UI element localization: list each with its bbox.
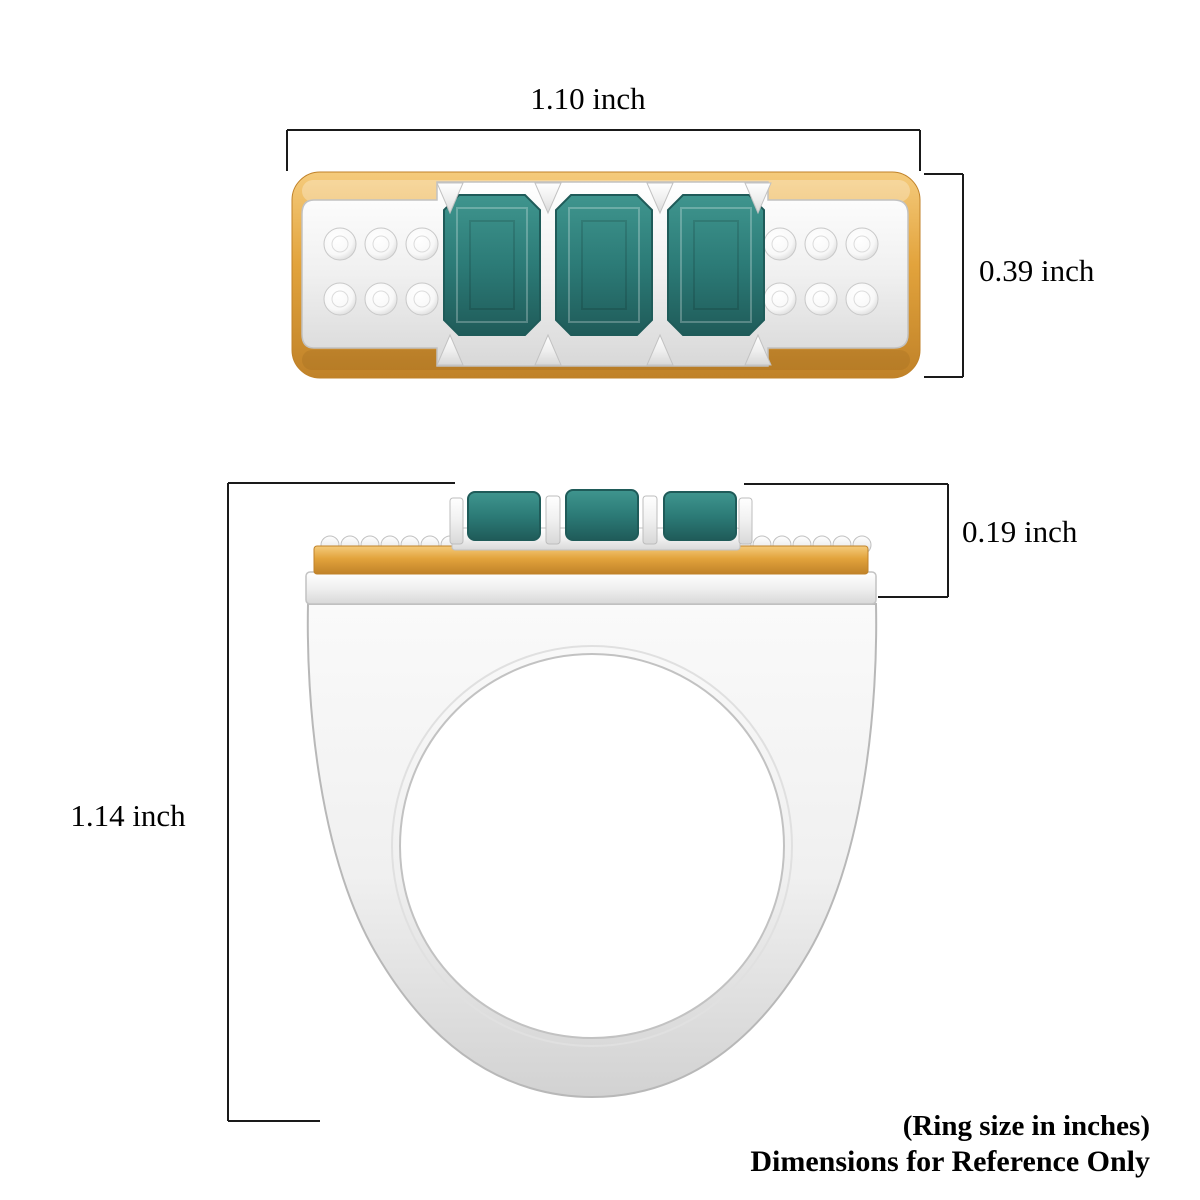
diamond-facet bbox=[812, 235, 830, 253]
prong-post bbox=[738, 497, 753, 545]
prong bbox=[436, 182, 464, 215]
footer-note: (Ring size in inches) Dimensions for Ref… bbox=[750, 1110, 1150, 1180]
footer-line-ring-size: (Ring size in inches) bbox=[902, 1110, 1150, 1142]
emerald-facet-line bbox=[456, 207, 528, 323]
diamond-facet bbox=[853, 235, 871, 253]
dimension-label-head-height: 0.19 inch bbox=[962, 514, 1078, 549]
top-view-prongs bbox=[436, 182, 772, 366]
diamond-accent bbox=[845, 282, 879, 316]
prong bbox=[534, 333, 562, 366]
emerald-stone bbox=[443, 194, 541, 336]
diamond-facet bbox=[331, 235, 349, 253]
emerald-stone bbox=[667, 194, 765, 336]
dimension-lines bbox=[227, 129, 964, 1122]
diamond-facet bbox=[853, 290, 871, 308]
diamond-accent bbox=[323, 282, 357, 316]
emerald-facet-line bbox=[568, 207, 640, 323]
emerald-facet-line bbox=[581, 220, 627, 310]
emerald-facet-line bbox=[680, 207, 752, 323]
ring-finger-hole bbox=[399, 653, 785, 1039]
diamond-accent bbox=[364, 227, 398, 261]
prong-post bbox=[642, 495, 658, 545]
diamond-facet bbox=[771, 290, 789, 308]
dimension-line-top-depth bbox=[924, 173, 964, 378]
footer-line-reference: Dimensions for Reference Only bbox=[750, 1145, 1150, 1179]
prong bbox=[646, 182, 674, 215]
diamond-accent bbox=[804, 282, 838, 316]
diamond-facet bbox=[413, 235, 431, 253]
top-view-emeralds bbox=[443, 194, 765, 336]
ring-side-view bbox=[305, 489, 878, 1098]
diamond-accent bbox=[845, 227, 879, 261]
diamond-accent bbox=[364, 282, 398, 316]
emerald-facet-line bbox=[693, 220, 739, 310]
diamond-accent bbox=[804, 227, 838, 261]
prong-post bbox=[449, 497, 464, 545]
side-view-emeralds bbox=[467, 489, 737, 541]
diamond-facet bbox=[771, 235, 789, 253]
ring-inner-rim-line bbox=[391, 645, 793, 1047]
emerald-facet-line bbox=[469, 220, 515, 310]
diamond-facet bbox=[372, 290, 390, 308]
prong-post bbox=[545, 495, 561, 545]
diamond-facet bbox=[413, 290, 431, 308]
prong bbox=[744, 182, 772, 215]
emerald-stone-side bbox=[467, 491, 541, 541]
diamond-facet bbox=[331, 290, 349, 308]
diamond-accent bbox=[405, 227, 439, 261]
dimension-label-top-depth: 0.39 inch bbox=[979, 253, 1095, 288]
diamond-accent bbox=[405, 282, 439, 316]
diamond-facet bbox=[372, 235, 390, 253]
dimension-label-width: 1.10 inch bbox=[530, 81, 646, 116]
diamond-accent bbox=[763, 227, 797, 261]
dimension-label-ring-height: 1.14 inch bbox=[70, 798, 186, 833]
prong bbox=[436, 333, 464, 366]
emerald-stone bbox=[555, 194, 653, 336]
diamond-facet bbox=[812, 290, 830, 308]
side-view-plate bbox=[305, 571, 877, 605]
emerald-stone-side bbox=[663, 491, 737, 541]
diamond-accent bbox=[323, 227, 357, 261]
dimension-line-width bbox=[286, 129, 921, 171]
top-view-diamonds-right bbox=[763, 227, 879, 316]
prong bbox=[646, 333, 674, 366]
emerald-stone-side bbox=[565, 489, 639, 541]
side-view-prong-posts bbox=[449, 495, 753, 545]
prong bbox=[744, 333, 772, 366]
dimension-line-ring-height bbox=[227, 482, 455, 1122]
ring-top-view bbox=[291, 171, 921, 379]
top-view-diamonds-left bbox=[323, 227, 439, 316]
prong bbox=[534, 182, 562, 215]
diamond-accent bbox=[763, 282, 797, 316]
dimension-line-head-height bbox=[744, 483, 949, 598]
